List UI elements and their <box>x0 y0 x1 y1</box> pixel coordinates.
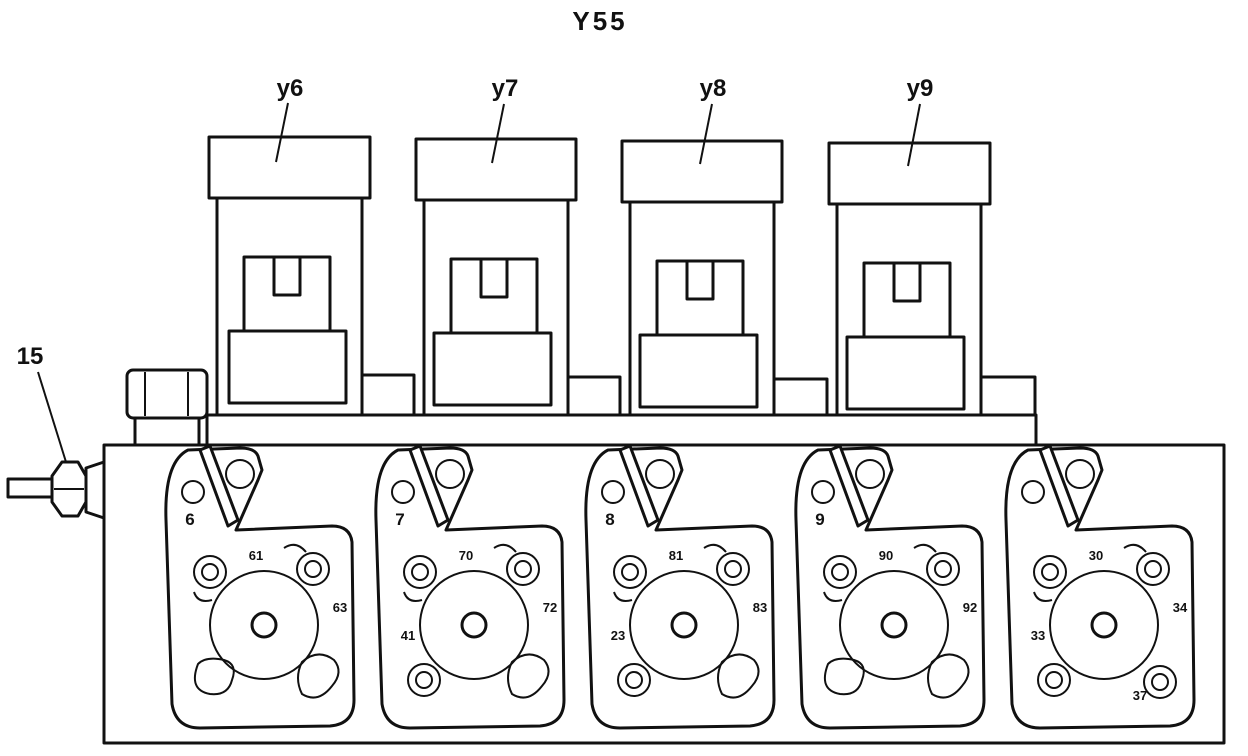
plate-key <box>408 444 450 528</box>
plate-hole <box>391 480 415 504</box>
spacer-block <box>971 375 1037 417</box>
port-label-left: 23 <box>611 628 625 643</box>
port-plate: 9 90 92 <box>794 444 986 730</box>
shaft-hole <box>250 611 278 639</box>
port-number: 7 <box>395 510 404 529</box>
slot <box>1033 591 1053 602</box>
valve-y9: y9 <box>827 75 992 417</box>
plate-hole <box>855 459 885 489</box>
port-label-right: 34 <box>1173 600 1188 615</box>
slot <box>194 657 235 696</box>
valve-label: y9 <box>907 75 934 102</box>
valve-label: y8 <box>700 75 727 102</box>
plate-key <box>1038 444 1080 528</box>
bolt-hole <box>411 563 429 581</box>
plate-hole <box>1021 480 1045 504</box>
plate-hole <box>225 459 255 489</box>
port-label-right: 72 <box>543 600 557 615</box>
bolt-hole <box>415 671 433 689</box>
port-label-top: 61 <box>249 548 263 563</box>
bolt-hole <box>1041 563 1059 581</box>
valve-label: y6 <box>277 75 304 102</box>
bolt-hole <box>1144 560 1162 578</box>
port-label-right: 83 <box>753 600 767 615</box>
port-label-top: 30 <box>1089 548 1103 563</box>
port-number: 8 <box>605 510 614 529</box>
shaft-hole <box>880 611 908 639</box>
slot <box>613 591 633 602</box>
connector-15: 15 <box>6 343 106 520</box>
plate-outline <box>1004 446 1196 730</box>
port-label-bottom: 37 <box>1133 688 1147 703</box>
slot <box>717 653 760 699</box>
slot <box>913 543 937 553</box>
diagram-title: Y55 <box>572 6 627 36</box>
bolt-hole <box>1151 673 1169 691</box>
port-label-top: 81 <box>669 548 683 563</box>
bolt-hole <box>514 560 532 578</box>
plate-hole <box>645 459 675 489</box>
port-label-right: 92 <box>963 600 977 615</box>
bolt-hole <box>201 563 219 581</box>
valve-label: y7 <box>492 75 519 102</box>
plate-key <box>828 444 870 528</box>
slot <box>283 543 307 553</box>
bolt-hole <box>621 563 639 581</box>
plate-hole <box>435 459 465 489</box>
slot <box>493 543 517 553</box>
plate-outline <box>794 446 986 730</box>
plate-hole <box>1065 459 1095 489</box>
slot <box>403 591 423 602</box>
port-label-left: 41 <box>401 628 415 643</box>
bolt-hole <box>724 560 742 578</box>
hex-fitting <box>125 368 209 447</box>
port-plates: 6 61 63 7 70 72 41 8 81 83 23 9 90 92 30 34 33 37 <box>164 444 1196 730</box>
slot <box>193 591 213 602</box>
bolt-hole <box>1045 671 1063 689</box>
shaft-hole <box>1090 611 1118 639</box>
port-label-right: 63 <box>333 600 347 615</box>
port-label-top: 70 <box>459 548 473 563</box>
plate-outline <box>374 446 566 730</box>
plate-hole <box>811 480 835 504</box>
plate-outline <box>164 446 356 730</box>
shaft-hole <box>670 611 698 639</box>
slot <box>824 657 865 696</box>
port-number: 6 <box>185 510 194 529</box>
bolt-hole <box>934 560 952 578</box>
port-plate: 6 61 63 <box>164 444 356 730</box>
valve-y8: y8 <box>620 75 784 417</box>
port-plate: 30 34 33 37 <box>1004 444 1196 730</box>
valve-y6: y6 <box>207 75 372 417</box>
plate-outline <box>584 446 776 730</box>
port-number: 9 <box>815 510 824 529</box>
bolt-hole <box>625 671 643 689</box>
slot <box>823 591 843 602</box>
plate-hole <box>181 480 205 504</box>
valve-y7: y7 <box>414 75 578 417</box>
port-plate: 8 81 83 23 <box>584 444 776 730</box>
slot <box>507 653 550 699</box>
plate-hole <box>601 480 625 504</box>
connector-label: 15 <box>17 343 44 370</box>
slot <box>297 653 340 699</box>
slot <box>703 543 727 553</box>
bolt-hole <box>831 563 849 581</box>
bolt-hole <box>304 560 322 578</box>
port-label-top: 90 <box>879 548 893 563</box>
port-plate: 7 70 72 41 <box>374 444 566 730</box>
plate-key <box>618 444 660 528</box>
plate-key <box>198 444 240 528</box>
port-label-left: 33 <box>1031 628 1045 643</box>
slot <box>1123 543 1147 553</box>
shaft-hole <box>460 611 488 639</box>
valve-rail <box>205 413 1038 447</box>
slot <box>927 653 970 699</box>
